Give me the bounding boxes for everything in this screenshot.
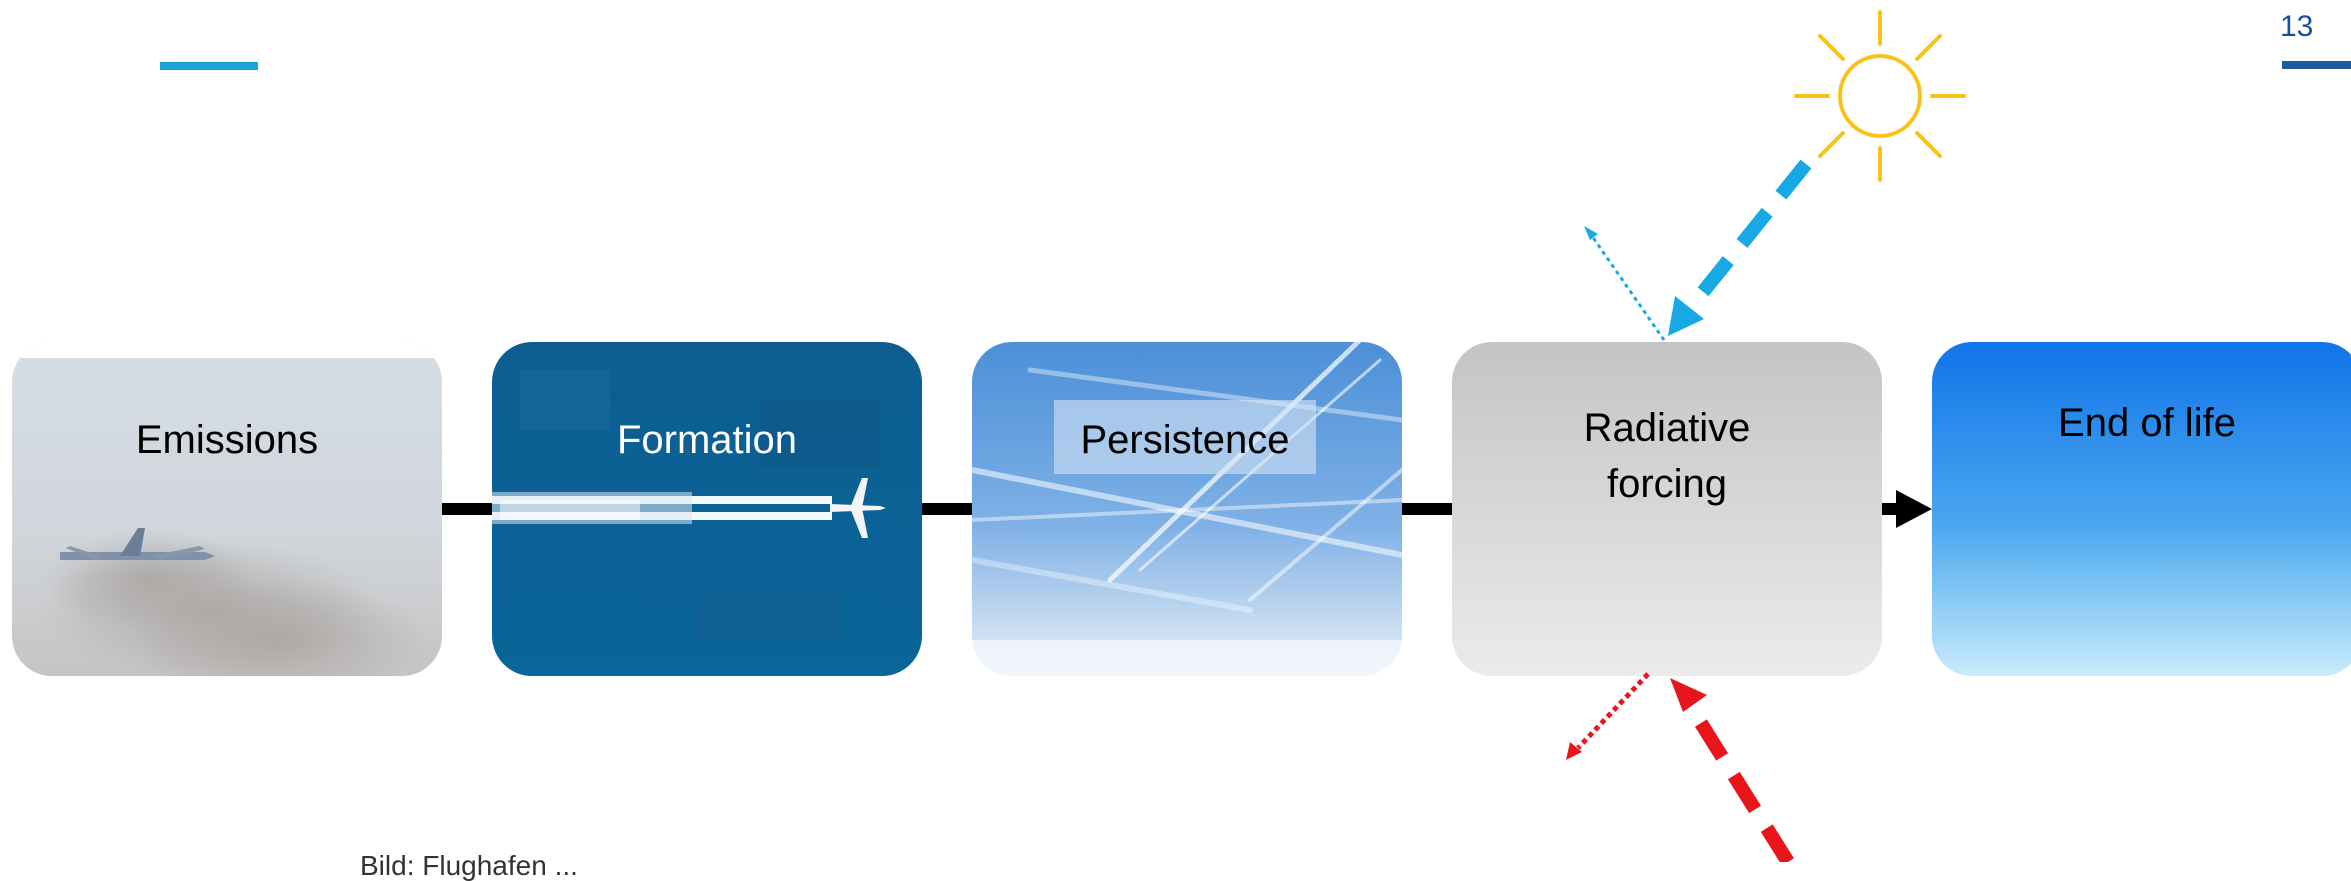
stage-label-radiative-forcing: Radiative forcing: [1452, 400, 1882, 512]
stage-persistence: [972, 342, 1402, 676]
stage-connectors: [442, 490, 1932, 528]
stage-label-persistence: Persistence: [1080, 418, 1290, 462]
stage-label-radiative-line2: forcing: [1606, 462, 1728, 506]
sun-icon: [1794, 10, 1966, 182]
stage-formation: [492, 342, 922, 676]
slide-number: 13: [2280, 10, 2314, 43]
reflected-solar-arrow: [1584, 226, 1666, 341]
stage-emissions: [12, 342, 442, 676]
connector-arrowhead: [1896, 490, 1932, 528]
header-accent-bar-left: [160, 62, 258, 70]
stage-end-of-life: [1932, 342, 2351, 676]
contrail-lifecycle-diagram: [12, 10, 2351, 862]
stage-label-formation: Formation: [616, 418, 798, 462]
stage-label-end-of-life: End of life: [2058, 401, 2236, 445]
stage-radiative-forcing: [1452, 342, 1882, 676]
stage-label-radiative-line1: Radiative: [1583, 406, 1751, 450]
jet-icon: [830, 478, 886, 538]
header-accent-bar-right: [2282, 61, 2351, 69]
outgoing-terrestrial-arrow: [1670, 678, 1794, 862]
persistence-label-backdrop: [1054, 400, 1316, 474]
airplane-icon: [60, 528, 215, 560]
footer-caption-fragment: Bild: Flughafen ...: [360, 850, 578, 881]
reemitted-terrestrial-arrow: [1566, 672, 1650, 760]
incoming-solar-arrow: [1668, 159, 1812, 336]
stage-label-emissions: Emissions: [135, 418, 319, 462]
